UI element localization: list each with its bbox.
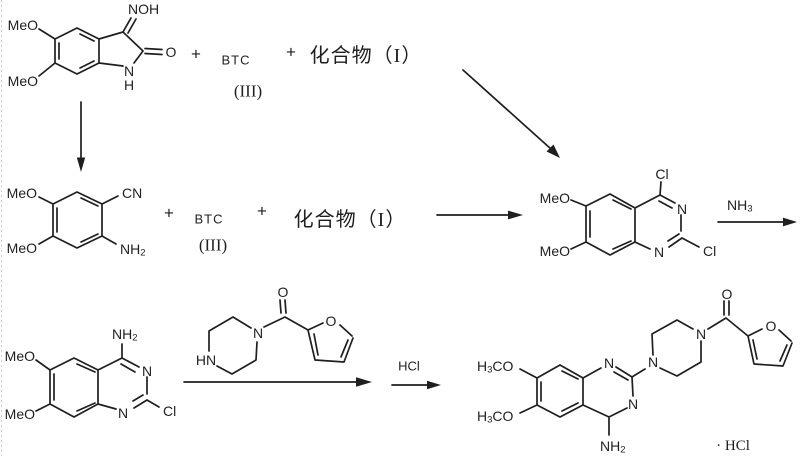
atom-label-n: N [142,363,152,379]
label-roman-iii: (III) [199,236,227,255]
atom-label-h3co: H3CO [477,358,514,375]
arrow-merge-diagonal [462,69,560,158]
atom-label-n: N [124,63,134,79]
reagent-furoylpiperazine: N HN O O [196,284,354,375]
atom-label-h3co-post: CO [492,358,513,374]
bond-skeleton [208,316,354,375]
atom-label-nh2-main: NH [600,438,620,454]
atom-label-nh2-sub: 2 [132,332,137,343]
atom-label-n: N [253,325,263,341]
bond-skeleton [35,343,160,418]
atom-label-nh2: NH2 [112,326,138,343]
double-bond-lines [589,199,680,250]
label-hcl-salt: · HCl [716,438,750,454]
structure-aminochloroquinazoline: NH2 N N Cl MeO MeO [5,326,177,422]
atom-label-h: H [124,77,134,93]
double-bond-lines [279,299,349,358]
atom-label-meo: MeO [540,243,570,259]
arrow-head [356,377,372,387]
label-nh3: NH3 [727,197,753,214]
label-nh3-main: NH [727,197,747,213]
bond-skeleton [519,317,793,436]
atom-label-nh2-sub: 2 [620,444,625,455]
atom-label-o: O [722,286,733,302]
arrow-ammonia: NH3 [717,197,797,227]
atom-label-o: O [278,284,289,300]
double-bond-lines [58,17,163,69]
atom-label-meo: MeO [8,17,38,33]
atom-label-cl: Cl [703,243,716,259]
atom-label-meo: MeO [5,406,35,422]
arrow-salt-formation: HCl [391,359,441,390]
label-roman-iii: (III) [234,82,262,101]
atom-label-o: O [766,318,777,334]
double-bond-lines [53,363,144,412]
plus-sign: + [164,204,174,223]
atom-label-h3co-sub: 3 [487,364,492,375]
atom-label-n: N [648,354,658,370]
atom-label-meo: MeO [7,240,37,256]
arrow-line [462,69,552,150]
arrow-acylation [183,377,372,387]
plus-sign: + [191,45,201,64]
bond-skeleton [38,27,144,77]
atom-label-n: N [628,396,638,412]
label-nh3-sub: 3 [747,203,752,214]
atom-label-h3co-sub: 3 [487,414,492,425]
atom-label-h3co-post: CO [492,408,513,424]
atom-label-o: O [326,313,337,329]
atom-label-h3co-pre: H [477,358,487,374]
atom-label-cl: Cl [655,166,668,182]
atom-label-cl: Cl [163,403,176,419]
label-btc: BTC [222,53,251,68]
atom-label-o: O [166,44,177,60]
atom-label-h3co: H3CO [477,408,514,425]
arrow-head [783,217,797,227]
arrow-head [546,144,560,158]
double-bond-lines [540,300,788,412]
atom-label-nh2-sub: 2 [140,247,145,258]
atom-label-meo: MeO [540,190,570,206]
arrow-condensation [436,210,523,220]
structure-aminobenzonitrile: CN NH2 MeO MeO [7,185,146,258]
atom-label-n: N [654,244,664,260]
atom-label-n: N [118,405,128,421]
double-bond-lines [56,197,99,243]
arrow-head [76,157,86,172]
label-hcl: HCl [398,359,420,374]
atom-label-cn: CN [122,185,142,201]
atom-label-meo: MeO [8,73,38,89]
atom-label-meo: MeO [5,348,35,364]
label-compound-i: 化合物（I） [310,44,423,67]
label-btc: BTC [195,212,224,227]
label-compound-i: 化合物（I） [294,208,407,231]
atom-label-n: N [696,326,706,342]
arrow-step-down [76,101,86,172]
bond-skeleton [38,191,119,249]
atom-label-nh2: NH2 [120,241,146,258]
atom-label-n: N [677,201,687,217]
bond-skeleton [570,181,700,256]
atom-label-nh2: NH2 [600,438,626,455]
atom-label-hn: HN [196,352,216,368]
atom-label-h3co-pre: H [477,408,487,424]
arrow-head [427,380,441,390]
atom-label-nh2-main: NH [120,241,140,257]
product-prazosin-hydrochloride: H3CO H3CO N N N N NH2 O O · HCl [477,286,793,455]
structure-dichloroquinazoline: Cl N Cl N MeO MeO [540,166,717,260]
structure-isatin-oxime: NOH MeO MeO O N H [8,1,177,93]
plus-sign: + [286,43,296,62]
atom-label-meo: MeO [7,185,37,201]
atom-label-noh: NOH [128,1,159,17]
atom-label-nh2-main: NH [112,326,132,342]
arrow-head [508,210,523,220]
plus-sign: + [257,202,267,221]
atom-label-n: N [604,355,614,371]
